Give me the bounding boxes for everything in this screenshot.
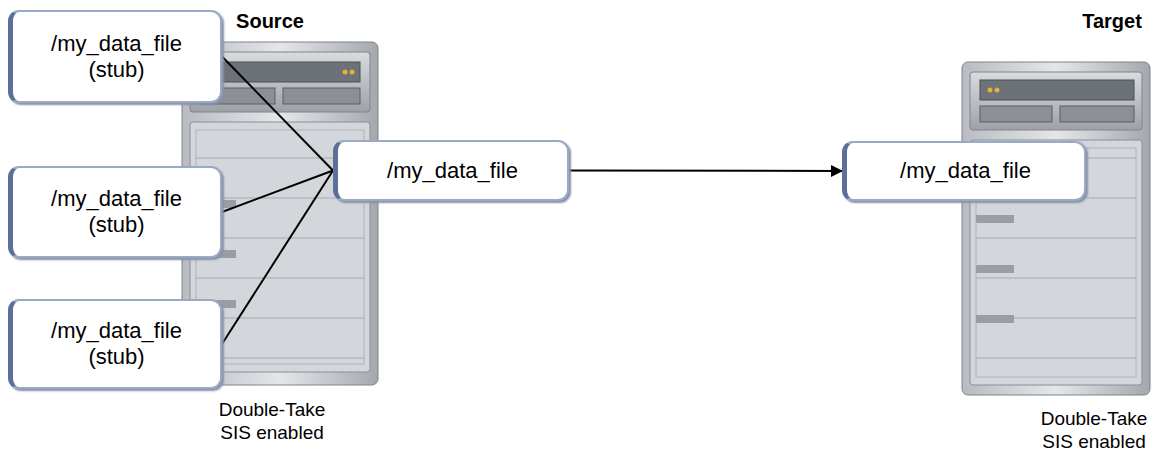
stub-file-box: /my_data_file (stub) xyxy=(8,10,222,103)
server-part xyxy=(980,106,1052,122)
link-line xyxy=(222,171,333,345)
server-part xyxy=(970,72,1142,130)
file-name: /my_data_file (stub) xyxy=(34,31,199,83)
link-line xyxy=(222,171,333,213)
server-part xyxy=(976,215,1014,223)
stub-file-box: /my_data_file (stub) xyxy=(8,166,222,258)
file-box: /my_data_file xyxy=(333,140,569,201)
server-part xyxy=(283,88,360,104)
file-name: /my_data_file (stub) xyxy=(34,318,199,370)
target-server xyxy=(962,62,1150,395)
link-line xyxy=(222,57,333,171)
server-caption: Double-Take SIS enabled xyxy=(211,398,333,444)
server-part xyxy=(962,62,1150,395)
file-box: /my_data_file xyxy=(842,141,1086,201)
file-name: /my_data_file xyxy=(900,158,1031,184)
server-part xyxy=(1060,106,1134,122)
server-heading: Source xyxy=(210,10,330,33)
server-caption: Double-Take SIS enabled xyxy=(1033,407,1155,453)
file-name: /my_data_file xyxy=(387,158,518,184)
server-heading: Target xyxy=(1072,10,1152,33)
server-part xyxy=(988,88,993,93)
server-part xyxy=(976,315,1014,323)
server-part xyxy=(200,62,360,82)
server-part xyxy=(980,80,1134,100)
replication-arrow xyxy=(569,170,842,173)
stub-file-box: /my_data_file (stub) xyxy=(8,299,222,389)
file-name: /my_data_file (stub) xyxy=(34,186,199,238)
server-part xyxy=(350,70,355,75)
server-part xyxy=(976,265,1014,273)
server-part xyxy=(995,88,1000,93)
server-part xyxy=(343,70,348,75)
